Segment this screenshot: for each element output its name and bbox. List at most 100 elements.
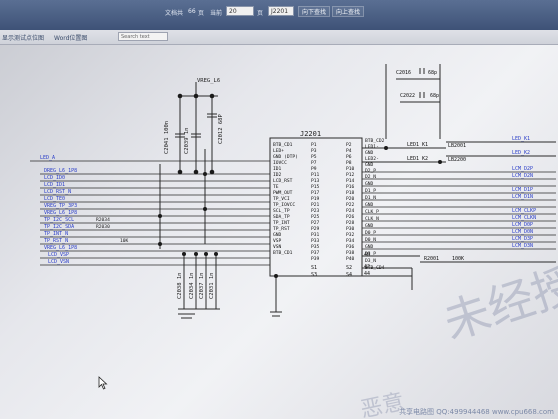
led-label: LB2200 xyxy=(448,157,466,163)
cap-c2034-label: C2034 1n xyxy=(189,273,195,300)
pin-left-name: SCL_TP xyxy=(273,208,290,214)
pin-right-num: P10 xyxy=(346,166,355,172)
pin-right-num: P22 xyxy=(346,202,355,208)
pin-right-num: P32 xyxy=(346,232,355,238)
goto-page-input[interactable]: 20 xyxy=(226,6,254,16)
net-label-right[interactable]: LCM_D0N xyxy=(512,229,533,235)
pin-bottom: S2 xyxy=(346,265,352,271)
pin-left-name: VSN xyxy=(273,244,282,250)
pin-left-num: P25 xyxy=(311,214,320,220)
pin-left-num: P31 xyxy=(311,232,320,238)
net-label-right[interactable]: LCM_D1N xyxy=(512,194,533,200)
pin-left-name: LCD_RST xyxy=(273,178,293,184)
cap-c2012-label: C2012 68P xyxy=(218,114,224,144)
pin-left-num: P23 xyxy=(311,208,320,214)
pin-right-name: D0_P xyxy=(365,230,376,236)
net-label-left[interactable]: LED_A xyxy=(40,155,55,161)
pin-left-name: VSP xyxy=(273,238,282,244)
net-label-left[interactable]: LCD_ID1 xyxy=(44,182,65,188)
pin-left-num: P27 xyxy=(311,220,320,226)
pin-left-name: TE xyxy=(273,184,279,190)
pin-left-num: P7 xyxy=(311,160,317,166)
pin-left-name: TP_RST xyxy=(273,226,290,232)
pin-right-num: P4 xyxy=(346,148,352,154)
net-label-left[interactable]: DREG_L6_1P8 xyxy=(44,168,77,174)
pin-left-num: P3 xyxy=(311,148,317,154)
pin-right-name: D3_N xyxy=(365,258,376,264)
net-label-right[interactable]: LCM_D2P xyxy=(512,166,533,172)
doc-page-unit: 页 xyxy=(198,10,205,17)
pin-left-num: P15 xyxy=(311,184,320,190)
pin-right-name: GND xyxy=(365,181,374,187)
schematic-canvas[interactable]: J2201 VREG_L6 C2041 100n C2039 1n C2012 … xyxy=(0,44,558,419)
cap-c2038-label: C2038 1n xyxy=(177,273,183,300)
net-label-left[interactable]: TP_INT_N xyxy=(44,231,68,237)
pin-left-num: P1 xyxy=(311,142,317,148)
net-label-left[interactable]: TP_I2C_SCL xyxy=(44,217,74,223)
pin-right-num: P40 xyxy=(346,256,355,262)
net-label-left[interactable]: TP_RST_N xyxy=(44,238,68,244)
pin-bottom-num: 40 xyxy=(364,252,370,258)
pin-left-num: P5 xyxy=(311,154,317,160)
pin-left-name: BTB_CD1 xyxy=(273,250,293,256)
net-label-left[interactable]: LCD_VSP xyxy=(48,252,69,258)
tab-search-input[interactable]: Search text xyxy=(118,32,168,41)
find-down-button[interactable]: 向下查找 xyxy=(298,6,331,17)
top-rail-net-label: VREG_L6 xyxy=(197,78,220,84)
net-label-left[interactable]: TP_I2C_SDA xyxy=(44,224,74,230)
net-label-left[interactable]: VREG_L6_1P8 xyxy=(44,245,77,251)
net-label-right[interactable]: LED_K1 xyxy=(512,136,530,142)
net-label-right[interactable]: LCM_D1P xyxy=(512,187,533,193)
pin-right-num: P6 xyxy=(346,154,352,160)
pin-left-name: BTB_CD1 xyxy=(273,142,293,148)
pin-right-name: CLK_P xyxy=(365,209,379,215)
pin-right-name: GND xyxy=(365,244,374,250)
pin-right-num: P12 xyxy=(346,172,355,178)
cap-right-label: C2016 xyxy=(396,70,411,76)
led-label: LED1 K2 xyxy=(407,156,428,162)
resistor-label: R2034 xyxy=(96,217,110,223)
net-search-input[interactable]: J2201 xyxy=(268,6,294,16)
pin-left-name: TP_VCI xyxy=(273,196,290,202)
net-label-left[interactable]: LCD_ID0 xyxy=(44,175,65,181)
net-label-right[interactable]: LCM_D3N xyxy=(512,243,533,249)
cap-c2039-label: C2039 1n xyxy=(184,128,190,155)
pin-left-name: GND (DTP) xyxy=(273,154,298,160)
pin-left-name: LED+ xyxy=(273,148,284,154)
net-label-left[interactable]: LCD_RST_N xyxy=(44,189,71,195)
pin-right-num: P2 xyxy=(346,142,352,148)
net-label-left[interactable]: VREG_L6_1P8 xyxy=(44,210,77,216)
net-label-left[interactable]: LCD_VSN xyxy=(48,259,69,265)
pin-bottom: S1 xyxy=(311,265,317,271)
tab-testpoint-view[interactable]: 显示测试点位图 xyxy=(2,35,45,42)
net-label-left[interactable]: LCD_TE0 xyxy=(44,196,65,202)
net-label-right[interactable]: LCM_D0P xyxy=(512,222,533,228)
connector-ref-label: J2201 xyxy=(300,130,321,138)
pin-left-num: P35 xyxy=(311,244,320,250)
pin-left-num: P13 xyxy=(311,178,320,184)
goto-page-unit: 页 xyxy=(257,10,264,17)
pin-left-name: TP_IOVCC xyxy=(273,202,295,208)
net-label-right[interactable]: LED_K2 xyxy=(512,150,530,156)
net-label-right[interactable]: LCM_D3P xyxy=(512,236,533,242)
pin-left-name: IOVCC xyxy=(273,160,287,166)
pin-bottom-num: 44 xyxy=(364,271,370,277)
led-label: LB2001 xyxy=(448,143,466,149)
pin-right-num: P30 xyxy=(346,226,355,232)
viewer-toolbar: 文档共 66 页 当前 20 页 J2201 向下查找 向上查找 xyxy=(0,0,558,30)
pin-left-num: P39 xyxy=(311,256,320,262)
pin-right-name: D2_N xyxy=(365,174,376,180)
pin-right-num: P26 xyxy=(346,214,355,220)
net-label-right[interactable]: LCM_CLKP xyxy=(512,208,536,214)
pin-left-name: PWM_OUT xyxy=(273,190,293,196)
tab-word-position[interactable]: Word位置图 xyxy=(54,35,88,42)
led-label: LED1 K1 xyxy=(407,142,428,148)
pin-left-num: P37 xyxy=(311,250,320,256)
net-label-right[interactable]: LCM_D2N xyxy=(512,173,533,179)
net-label-left[interactable]: VREG_TP_3P3 xyxy=(44,203,77,209)
find-up-button[interactable]: 向上查找 xyxy=(332,6,365,17)
pin-left-name: SDA_TP xyxy=(273,214,290,220)
pin-right-num: P20 xyxy=(346,196,355,202)
pin-right-num: P24 xyxy=(346,208,355,214)
net-label-right[interactable]: LCM_CLKN xyxy=(512,215,536,221)
